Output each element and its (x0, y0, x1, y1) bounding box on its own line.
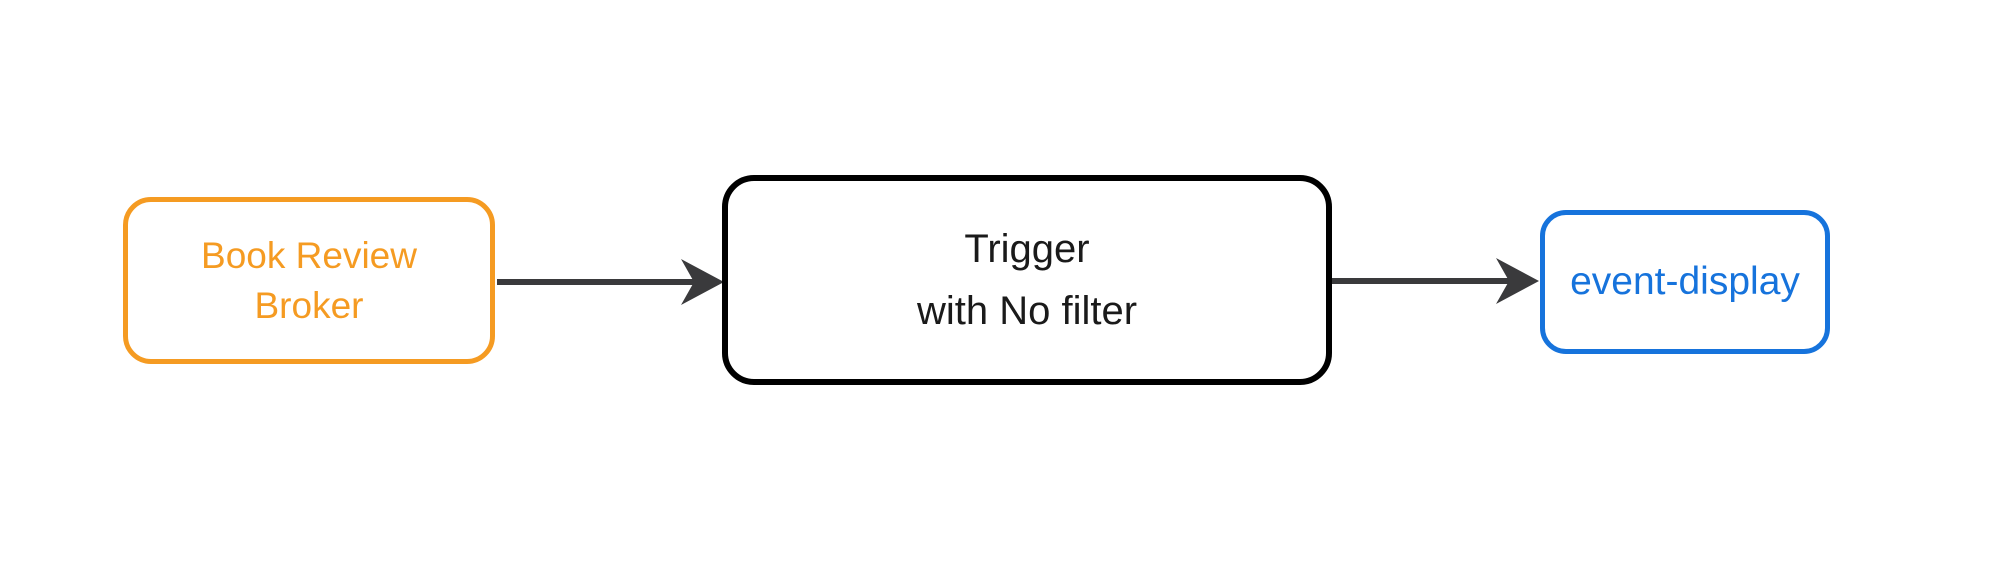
arrow-trigger-to-sink (1332, 258, 1539, 304)
arrowhead-right-icon (1496, 258, 1539, 304)
node-book-review-broker: Book Review Broker (123, 197, 495, 364)
node-trigger-label-line1: Trigger (964, 227, 1090, 271)
arrow-broker-to-trigger (497, 259, 724, 305)
node-book-review-broker-label-line1: Book Review (201, 234, 417, 276)
node-trigger-with-no-filter: Trigger with No filter (722, 175, 1332, 385)
node-trigger-label-line2: with No filter (916, 289, 1138, 333)
arrowhead-right-icon (681, 259, 724, 305)
node-event-display: event-display (1540, 210, 1830, 354)
node-event-display-label: event-display (1570, 260, 1800, 303)
node-book-review-broker-label-line2: Broker (254, 284, 364, 326)
